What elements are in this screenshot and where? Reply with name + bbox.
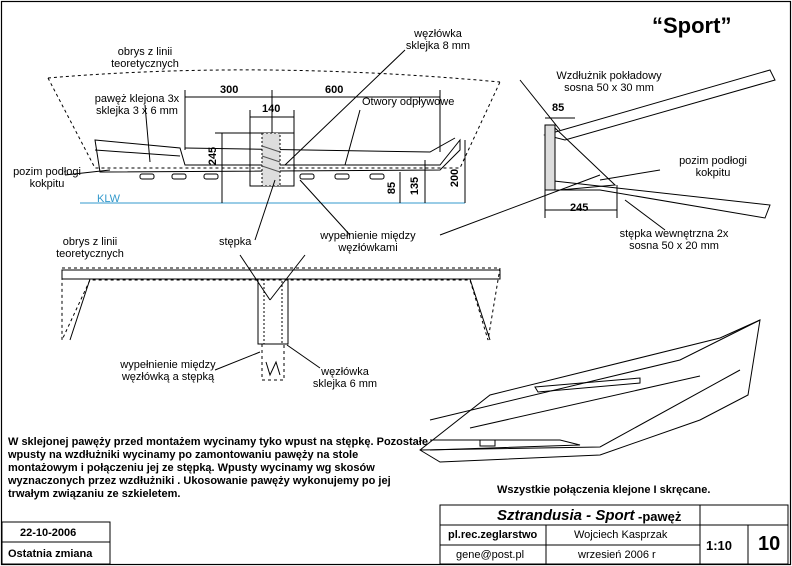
dim-140: 140 <box>262 103 281 115</box>
theoretical-outline-bottom <box>61 267 501 341</box>
label-gusset-8mm: węzłówka sklejka 8 mm <box>405 28 471 52</box>
sheet-title: “Sport” <box>652 13 732 38</box>
theoretical-outline-top <box>47 69 501 83</box>
label-cockpit-floor-left: pozim podłogi kokpitu <box>13 166 81 190</box>
dim-85-right: 85 <box>552 102 565 114</box>
dim-600: 600 <box>325 84 344 96</box>
dim-245-left: 245 <box>207 146 220 166</box>
tb-scale: 1:10 <box>706 538 733 553</box>
tb-last-change: Ostatnia zmiana <box>8 548 93 560</box>
tb-date: 22-10-2006 <box>20 527 77 539</box>
label-glued-transom: pawęż klejona 3x sklejka 3 x 6 mm <box>94 93 180 117</box>
tb-project: Sztrandusia - Sport <box>497 507 635 524</box>
tb-email: gene@post.pl <box>456 549 525 561</box>
title-block <box>1 504 789 565</box>
tb-author: Wojciech Kasprzak <box>574 529 668 541</box>
label-theoretical-outline-bottom: obrys z linii teoretycznych <box>56 236 124 260</box>
assembly-note: W sklejonej pawęży przed montażem wycina… <box>8 436 428 500</box>
dim-200: 200 <box>449 168 462 188</box>
tb-part: -pawęż <box>638 509 682 524</box>
dim-245-right: 245 <box>570 202 589 214</box>
label-fill-between-gussets: wypełnienie między węzłówkami <box>320 230 416 254</box>
label-inner-keel: stępka wewnętrzna 2x sosna 50 x 20 mm <box>619 228 729 252</box>
dim-135: 135 <box>409 176 422 196</box>
side-detail-view <box>439 69 776 236</box>
tb-sheet-number: 10 <box>758 533 781 555</box>
transom-rear-view <box>61 254 501 381</box>
label-all-joints: Wszystkie połączenia klejone I skręcane. <box>497 484 711 496</box>
hull-outline <box>419 319 761 463</box>
label-deck-stringer: Wzdłużnik pokładowy sosna 50 x 30 mm <box>556 70 662 94</box>
transom-panel <box>94 138 461 173</box>
transom-front-view <box>47 49 501 241</box>
dim-300: 300 <box>220 84 239 96</box>
label-theoretical-outline-top: obrys z linii teoretycznych <box>111 46 179 70</box>
label-cockpit-floor-right: pozim podłogi kokpitu <box>679 155 747 179</box>
label-gusset-6mm: węzłówka sklejka 6 mm <box>312 366 378 390</box>
deck-stringer <box>543 69 776 141</box>
hull-perspective <box>419 319 761 463</box>
label-drain-holes: Otwory odpływowe <box>362 96 455 108</box>
label-fill-gusset-keel: wypełnienie między węzłówką a stępką <box>120 359 216 383</box>
dim-85-left: 85 <box>386 181 399 195</box>
tb-org: pl.rec.zeglarstwo <box>448 529 538 541</box>
label-keel: stępka <box>219 236 252 248</box>
tb-month: wrzesień 2006 r <box>578 549 656 561</box>
label-waterline: KLW <box>97 193 121 205</box>
